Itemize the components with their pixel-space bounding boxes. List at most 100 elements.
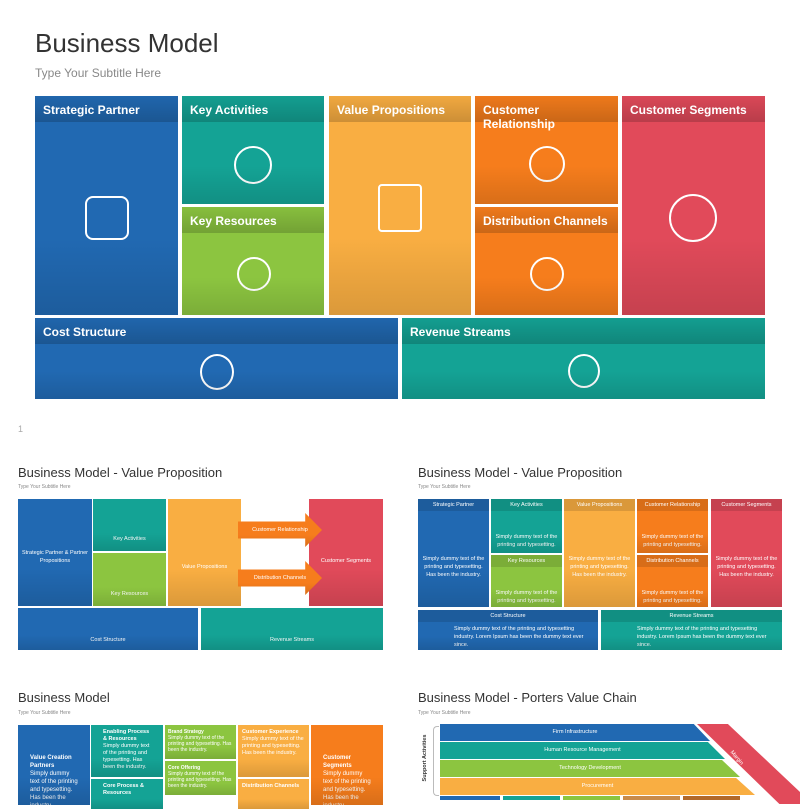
block-customer-segments[interactable]: Customer Segments <box>622 96 765 315</box>
arrow-customer-relationship[interactable]: Customer Relationship <box>238 513 322 547</box>
block-key-resources[interactable]: Key Resources <box>182 207 324 315</box>
heading: Distribution Channels <box>242 783 300 789</box>
header: Customer Segments <box>711 499 782 511</box>
bar-technology-development[interactable]: Technology Development <box>440 760 740 777</box>
text: Simply dummy text of the printing and ty… <box>454 626 584 648</box>
heading: Customer Segments <box>323 755 352 769</box>
label: Customer Relationship <box>252 527 308 533</box>
heading: Core Process & Resources <box>103 783 144 796</box>
thumb-cost-structure[interactable]: Cost Structure <box>18 608 198 650</box>
header: Distribution Channels <box>637 555 708 567</box>
hand-gear-icon <box>237 257 271 291</box>
label: Cost Structure <box>90 637 126 643</box>
brace <box>433 726 439 796</box>
block-header: Key Activities <box>182 96 324 122</box>
heading: Brand Strategy <box>168 729 204 735</box>
block-header: Key Resources <box>182 207 324 233</box>
gear-target-icon <box>234 146 272 184</box>
header: Revenue Streams <box>601 610 782 622</box>
thumb-title: Business Model - Value Proposition <box>18 465 223 480</box>
header: Key Resources <box>491 555 562 567</box>
text: Simply dummy text of the printing and ty… <box>641 534 704 548</box>
text: Simply dummy text of the printing and ty… <box>168 735 232 753</box>
bar-procurement[interactable]: Procurement <box>440 778 755 795</box>
heading: Customer Experience <box>242 729 299 735</box>
text: Simply dummy text of the printing and ty… <box>495 590 558 604</box>
block-header: Strategic Partner <box>35 96 178 122</box>
block-header: Value Propositions <box>329 96 471 122</box>
thumb-customer-segments[interactable]: Customer Segments <box>309 499 383 606</box>
block-strategic-partner[interactable]: Strategic Partner <box>35 96 178 315</box>
text: Simply dummy text of the printing and ty… <box>242 736 304 756</box>
thumb-subtitle: Type Your Subtitle Here <box>418 484 471 490</box>
heading: Core Offering <box>168 765 201 771</box>
text: Simply dummy text of the printing and ty… <box>568 556 631 578</box>
heading: Enabling Process & Resources <box>103 729 150 742</box>
puzzle-handshake-icon <box>85 196 129 240</box>
header: Cost Structure <box>418 610 598 622</box>
slide-title: Business Model <box>35 28 219 58</box>
header: Strategic Partner <box>418 499 489 511</box>
thumb-subtitle: Type Your Subtitle Here <box>18 484 71 490</box>
thumb-subtitle: Type Your Subtitle Here <box>18 710 71 716</box>
thumb-revenue-streams[interactable]: Revenue Streams <box>201 608 383 650</box>
label: Customer Segments <box>320 558 372 564</box>
block-revenue-streams[interactable]: Revenue Streams <box>402 318 765 399</box>
label: Value Propositions <box>181 564 228 570</box>
thumb-subtitle: Type Your Subtitle Here <box>418 710 471 716</box>
block-value-propositions[interactable]: Value Propositions <box>329 96 471 315</box>
thumb-key-resources[interactable]: Key Resources <box>93 553 166 606</box>
text: Simply dummy text of the printing and ty… <box>641 590 704 604</box>
bar-firm-infrastructure[interactable]: Firm Infrastructure <box>440 724 710 741</box>
text: Simply dummy text of the printing and ty… <box>103 743 150 770</box>
bar-hr-management[interactable]: Human Resource Management <box>440 742 725 759</box>
block-header: Distribution Channels <box>475 207 618 233</box>
arrow-distribution-channels[interactable]: Distribution Channels <box>238 561 322 595</box>
thumb-strategic-partner[interactable]: Strategic Partner & Partner Propositions <box>18 499 92 606</box>
money-bag-hand-icon <box>200 354 234 390</box>
header: Value Propositions <box>564 499 635 511</box>
core-process[interactable]: Core Process & Resources <box>91 779 163 809</box>
distribution-channels[interactable]: Distribution Channels <box>238 779 309 809</box>
text: Simply dummy text of the printing and ty… <box>495 534 558 548</box>
text: Simply dummy text of the printing and ty… <box>715 556 778 578</box>
thumb-title: Business Model - Value Proposition <box>418 465 623 480</box>
text: Simply dummy text of the printing and ty… <box>637 626 767 648</box>
text: Simply dummy text of the printing and ty… <box>168 771 232 789</box>
header: Key Activities <box>491 499 562 511</box>
thumb-value-propositions[interactable]: Value Propositions <box>168 499 241 606</box>
block-header: Customer Segments <box>622 96 765 122</box>
label: Revenue Streams <box>269 637 315 643</box>
header: Customer Relationship <box>637 499 708 511</box>
network-cube-icon <box>530 257 564 291</box>
label: Strategic Partner & Partner Propositions <box>21 550 89 564</box>
block-cost-structure[interactable]: Cost Structure <box>35 318 398 399</box>
block-customer-relationship[interactable]: Customer Relationship <box>475 96 618 204</box>
thumb-key-activities[interactable]: Key Activities <box>93 499 166 551</box>
support-activities-label: Support Activities <box>422 734 428 782</box>
label: Distribution Channels <box>253 575 307 581</box>
block-key-activities[interactable]: Key Activities <box>182 96 324 204</box>
block-header: Customer Relationship <box>475 96 618 131</box>
block-header: Cost Structure <box>35 318 398 344</box>
text: Simply dummy text of the printing and ty… <box>422 556 485 578</box>
primary-activities-row <box>440 796 740 800</box>
block-distribution-channels[interactable]: Distribution Channels <box>475 207 618 315</box>
slide-subtitle: Type Your Subtitle Here <box>35 66 162 80</box>
block-header: Revenue Streams <box>402 318 765 344</box>
